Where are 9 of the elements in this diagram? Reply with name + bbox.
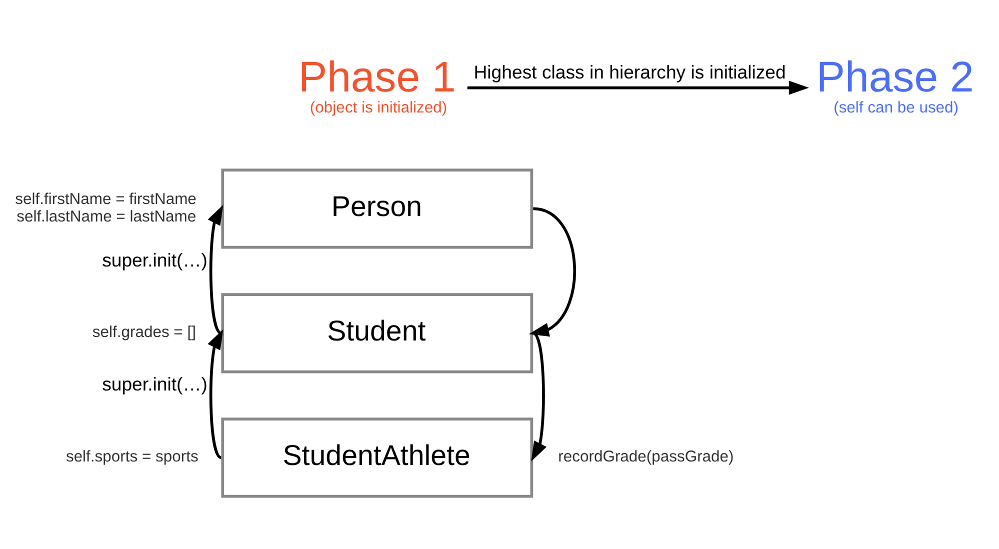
- edge-label: Highest class in hierarchy is initialized: [474, 61, 786, 82]
- edge-label: super.init(…): [102, 249, 208, 270]
- edge-label: super.init(…): [102, 374, 208, 395]
- node-label: self.firstName = firstName self.lastName = lastName: [15, 191, 196, 226]
- node-text: Phase 2 (self can be used): [816, 53, 974, 117]
- node-label: self.grades = []: [92, 324, 196, 342]
- node-label: recordGrade(passGrade): [558, 448, 734, 466]
- node-text: Phase 1 (object is initialized): [298, 53, 456, 117]
- node-label: self.sports = sports: [66, 448, 198, 466]
